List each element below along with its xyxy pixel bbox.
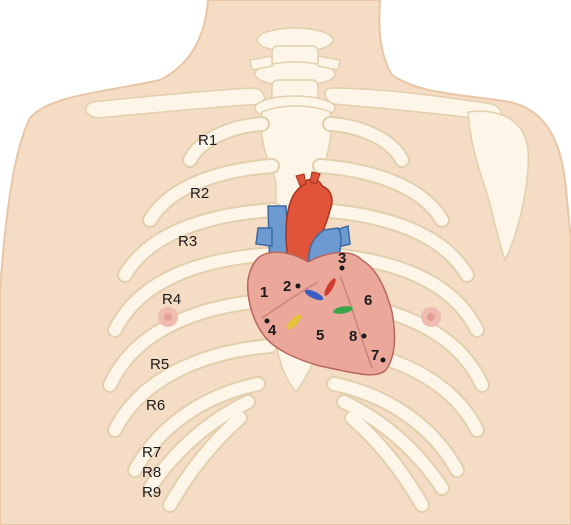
heart-point-7: 7	[371, 347, 379, 364]
rib-label-r5: R5	[150, 356, 169, 373]
left-nipple	[158, 307, 178, 327]
rib-label-r4: R4	[162, 291, 181, 308]
rib-label-r8: R8	[142, 464, 161, 481]
right-nipple	[421, 307, 441, 327]
heart-point-1: 1	[260, 284, 268, 301]
point-7-dot	[381, 358, 386, 363]
point-2-dot	[296, 284, 301, 289]
heart-point-8: 8	[349, 328, 357, 345]
rib-label-r1: R1	[198, 132, 217, 149]
rib-label-r6: R6	[146, 397, 165, 414]
point-8-dot	[362, 334, 367, 339]
heart-point-6: 6	[364, 292, 372, 309]
heart-point-5: 5	[316, 327, 324, 344]
rib-label-r2: R2	[190, 185, 209, 202]
heart-point-4: 4	[268, 322, 277, 339]
rib-label-r3: R3	[178, 233, 197, 250]
heart-point-2: 2	[283, 278, 291, 295]
heart-point-3: 3	[338, 250, 346, 267]
rib-label-r7: R7	[142, 444, 161, 461]
rib-label-r9: R9	[142, 484, 161, 501]
